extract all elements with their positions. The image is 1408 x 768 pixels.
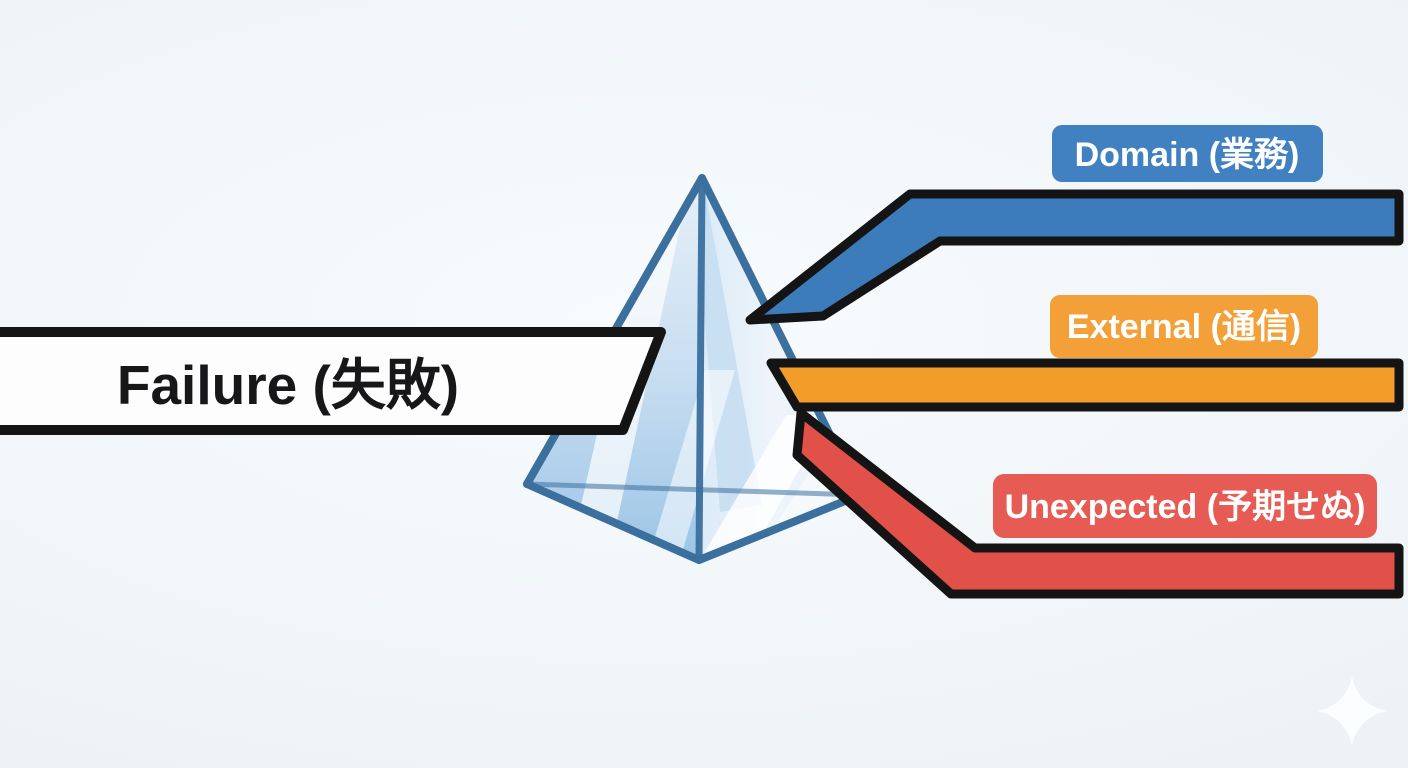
prism-edge [523,480,703,564]
ribbons [745,189,1404,599]
domain-label-box [1052,125,1323,182]
unexpected-label-box [993,474,1377,538]
failure-label: Failure (失敗) [117,354,459,416]
domain-label: Domain (業務) [1075,136,1300,174]
prism-edge [695,174,706,564]
domain-band [745,189,1404,325]
unexpected-band [792,408,1404,599]
failure-box [0,327,666,435]
external-band [766,358,1404,412]
unexpected-label: Unexpected (予期せぬ) [1005,488,1366,526]
prism-edge [695,491,864,564]
external-label-box [1050,295,1318,358]
sparkle-icon [1317,676,1387,746]
prism-edge [524,481,863,498]
external-label: External (通信) [1067,308,1301,346]
highlight-streak [648,370,735,560]
